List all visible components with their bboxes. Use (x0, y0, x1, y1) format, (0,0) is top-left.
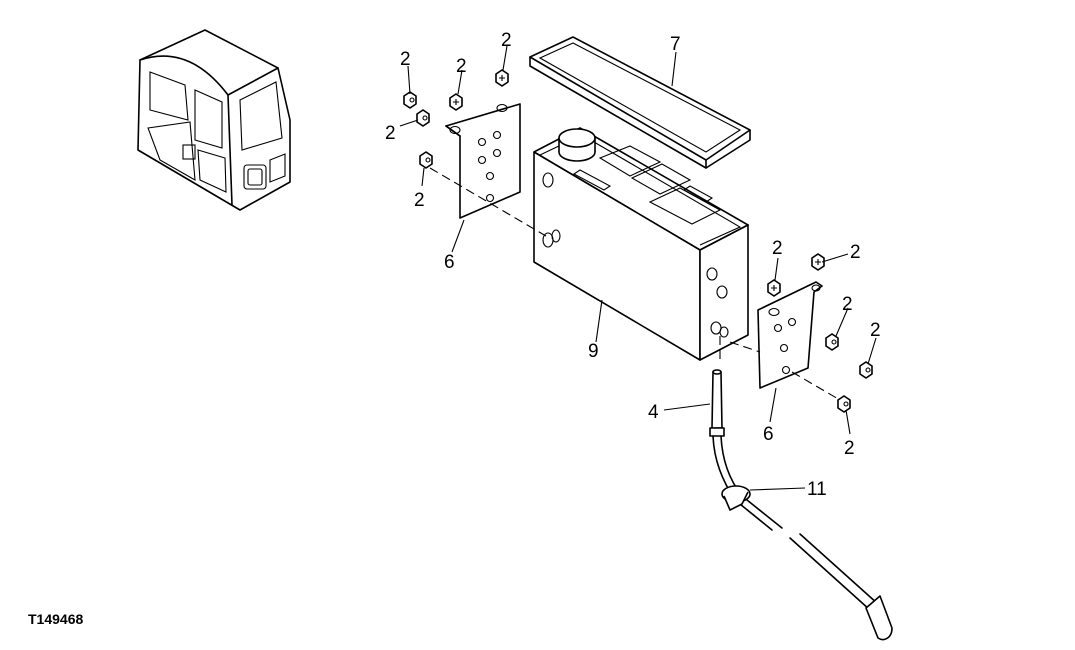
callout-11: 11 (807, 479, 827, 500)
callout-2: 2 (844, 438, 855, 459)
callout-2: 2 (385, 123, 396, 144)
callout-6: 6 (763, 424, 774, 445)
callout-2: 2 (842, 294, 853, 315)
callout-2: 2 (850, 242, 861, 263)
cable (712, 435, 893, 641)
callout-9: 9 (588, 341, 599, 362)
figure-id-label: T149468 (28, 611, 83, 627)
callout-2: 2 (772, 238, 783, 259)
reservoir-box-part-9 (533, 127, 749, 361)
callout-6: 6 (444, 252, 455, 273)
callout-labels: 2 2 2 2 2 6 7 9 2 2 2 2 2 6 4 11 (385, 30, 881, 500)
bracket-left-part-6 (445, 103, 521, 219)
bracket-right-part-6 (757, 281, 823, 389)
cab-locator-illustration (137, 29, 291, 211)
leader-lines (399, 45, 877, 491)
callout-2: 2 (400, 49, 411, 70)
callout-2: 2 (501, 30, 512, 51)
callout-2: 2 (414, 190, 425, 211)
tray-part-7 (529, 36, 751, 169)
clip-part-11 (721, 485, 751, 511)
screws-part-2 (403, 69, 873, 413)
callout-2: 2 (456, 56, 467, 77)
assembly-lines (429, 167, 841, 401)
callout-2: 2 (870, 320, 881, 341)
sensor-part-4 (709, 369, 725, 437)
callout-7: 7 (670, 34, 681, 55)
callout-4: 4 (648, 402, 659, 423)
